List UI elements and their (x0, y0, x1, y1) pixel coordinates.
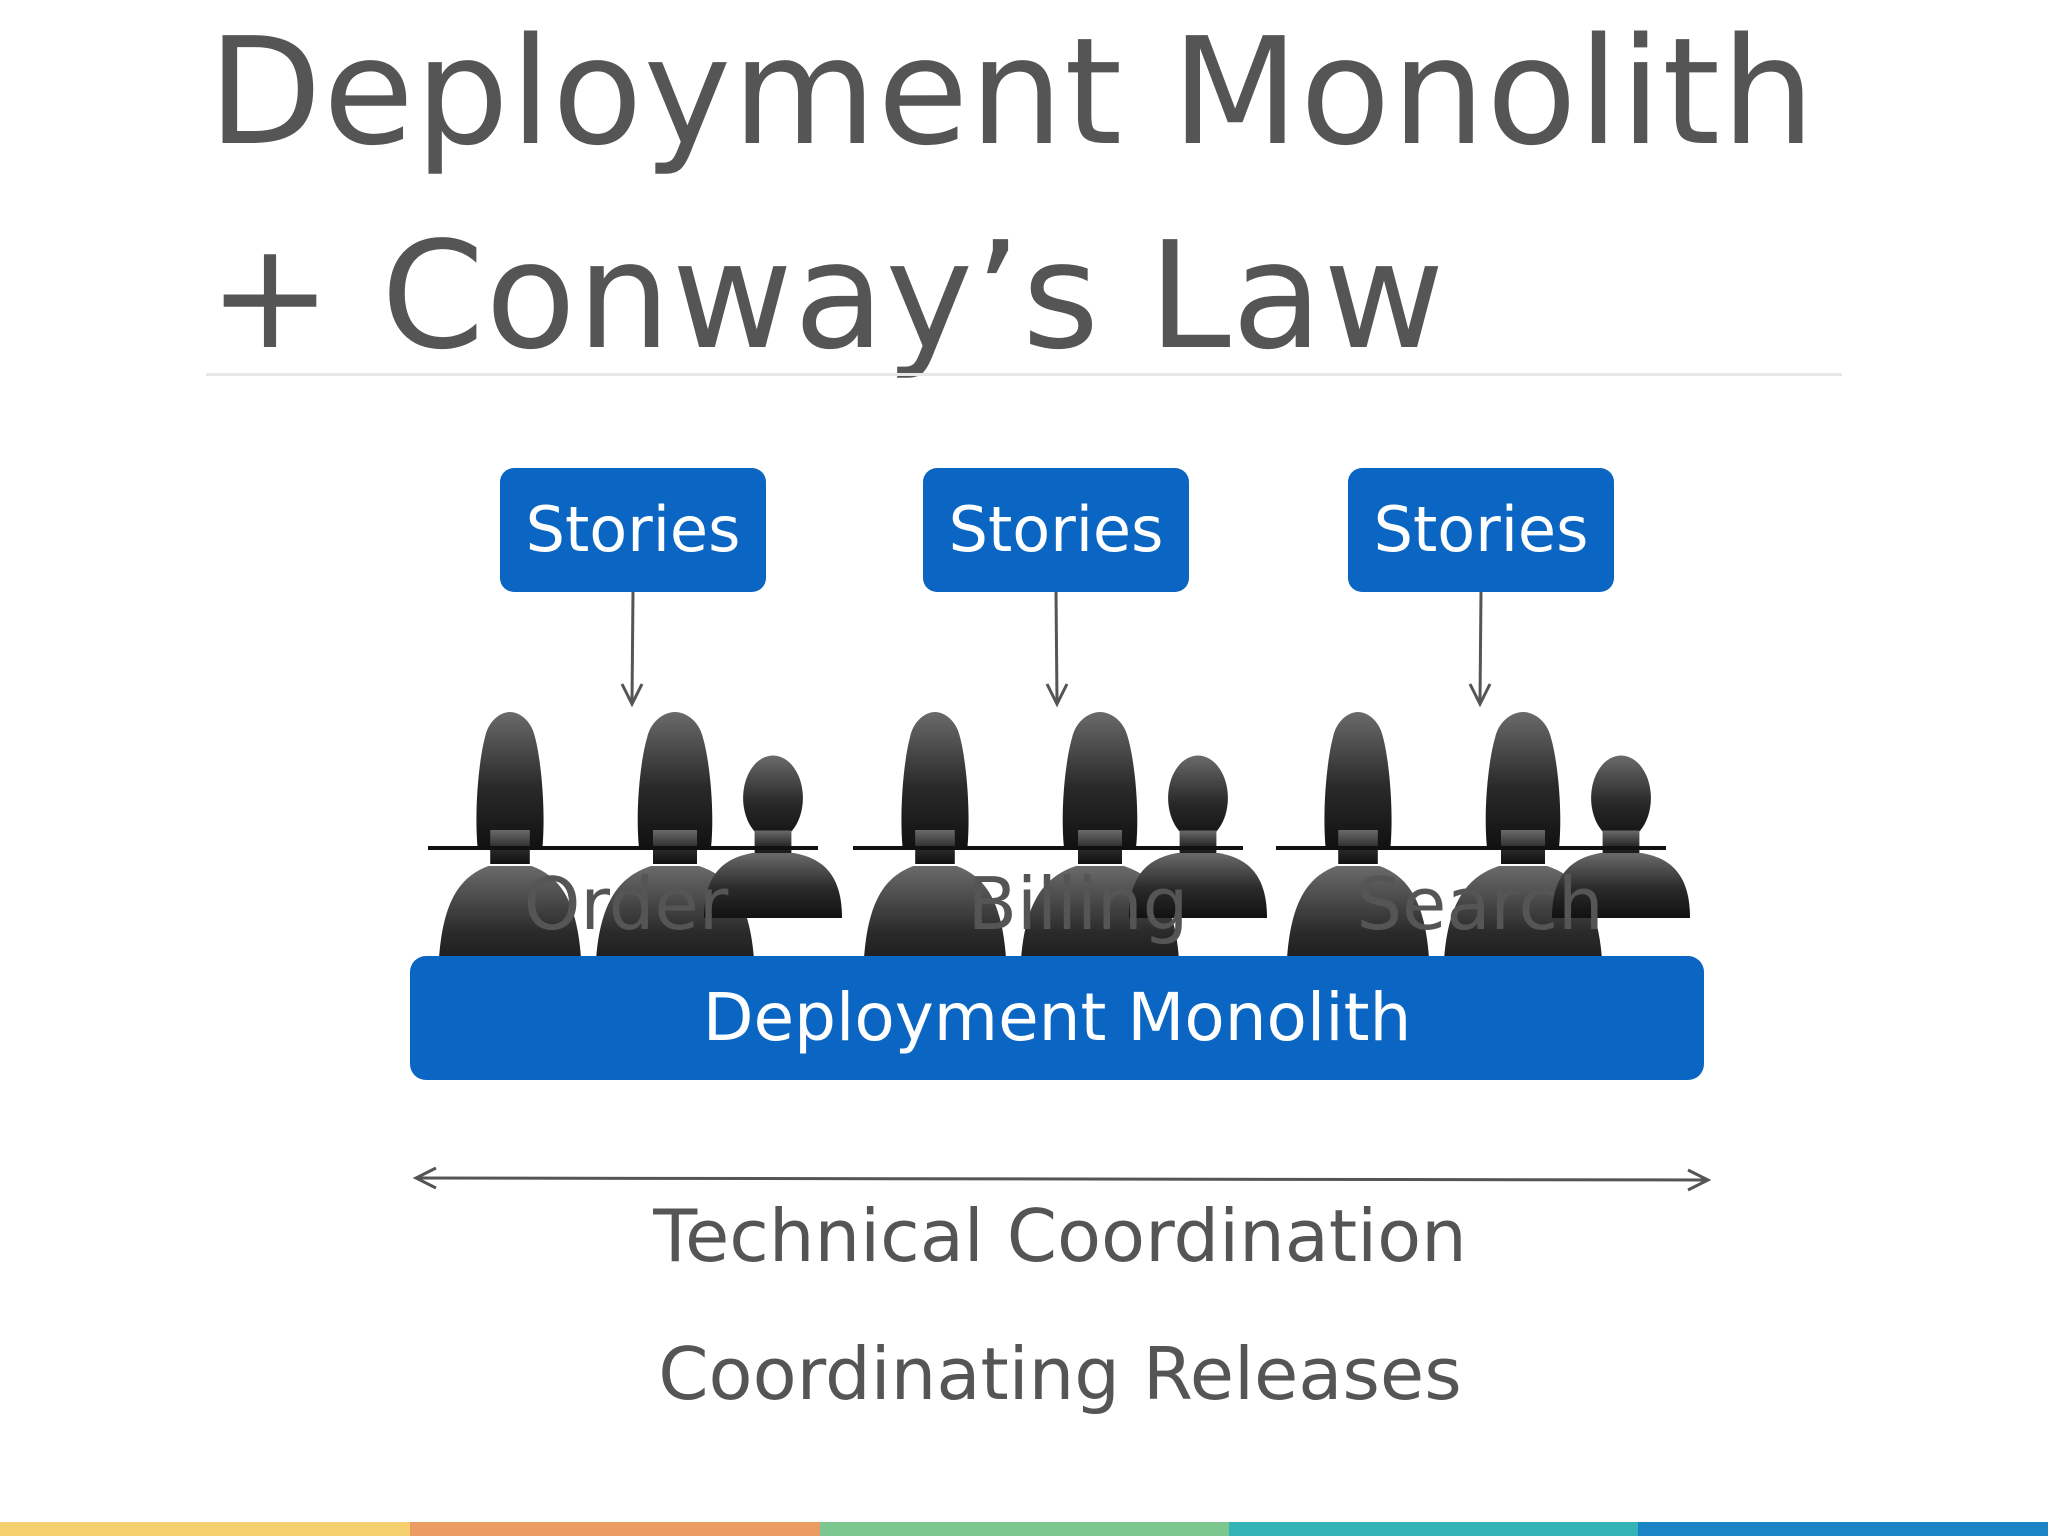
stories-arrow-billing (1045, 591, 1069, 708)
slide-title-line-2: + Conway’s Law (208, 210, 1446, 382)
footer-stripe-5 (1638, 1522, 2048, 1536)
diagram-graphics (412, 591, 1712, 1192)
stories-box-search: Stories (1348, 468, 1614, 592)
stories-arrow-order (620, 591, 644, 708)
coordination-arrow (412, 1166, 1712, 1192)
footer-stripe-3 (820, 1522, 1229, 1536)
stories-box-billing: Stories (923, 468, 1189, 592)
team-silhouettes-search (1276, 712, 1690, 988)
stories-arrow-search (1468, 591, 1492, 708)
team-label-order: Order (523, 862, 729, 946)
footer-stripe-2 (410, 1522, 820, 1536)
caption-coordinating-releases: Coordinating Releases (658, 1332, 1462, 1416)
team-silhouettes-billing (853, 712, 1267, 988)
conway-diagram: Stories Stories Stories Order Billing Se… (400, 452, 1730, 1482)
footer-stripe-1 (0, 1522, 410, 1536)
caption-technical-coordination: Technical Coordination (653, 1194, 1467, 1278)
slide-title-line-1: Deployment Monolith (208, 6, 1816, 178)
footer-stripe-4 (1229, 1522, 1638, 1536)
stories-box-order: Stories (500, 468, 766, 592)
deployment-monolith-bar: Deployment Monolith (410, 956, 1704, 1080)
title-divider (206, 373, 1842, 376)
team-label-billing: Billing (967, 862, 1189, 946)
team-silhouettes-order (428, 712, 842, 988)
team-label-search: Search (1356, 862, 1604, 946)
